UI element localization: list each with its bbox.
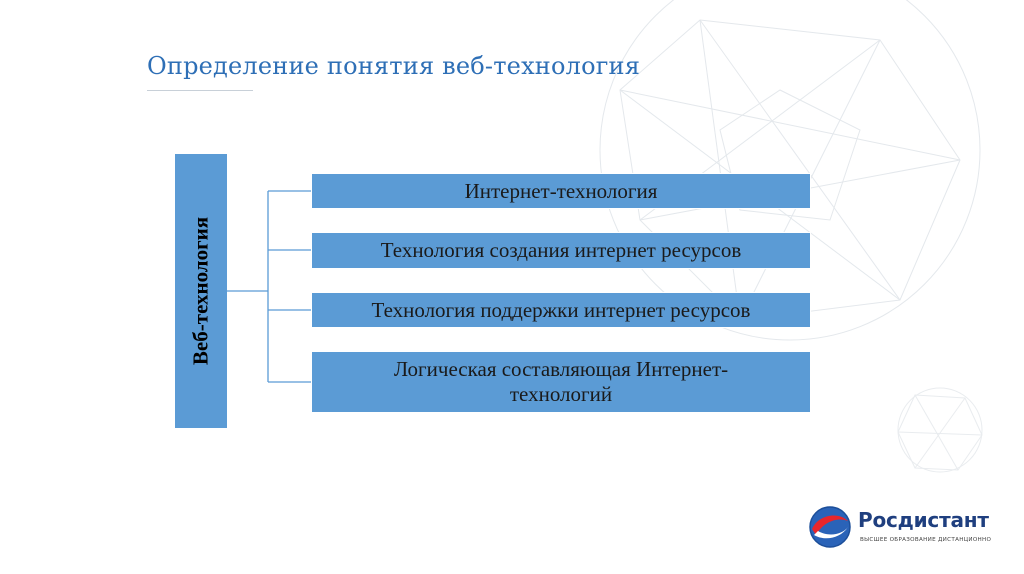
child-node-resource-creation: Технология создания интернет ресурсов (311, 232, 811, 269)
child-node-logical-component: Логическая составляющая Интернет-техноло… (311, 351, 811, 413)
slide-title: Определение понятия веб-технология (147, 52, 640, 80)
child-node-internet-technology: Интернет-технология (311, 173, 811, 209)
rosdistant-logo: Росдистант ВЫСШЕЕ ОБРАЗОВАНИЕ ДИСТАНЦИОН… (808, 503, 998, 553)
child-node-resource-support: Технология поддержки интернет ресурсов (311, 292, 811, 328)
rosdistant-emblem-icon (808, 505, 852, 549)
root-node-label: Веб-технология (189, 217, 214, 365)
logo-wordmark: Росдистант (858, 508, 989, 532)
title-underline (147, 90, 253, 91)
logo-tagline: ВЫСШЕЕ ОБРАЗОВАНИЕ ДИСТАНЦИОННО (860, 537, 991, 543)
